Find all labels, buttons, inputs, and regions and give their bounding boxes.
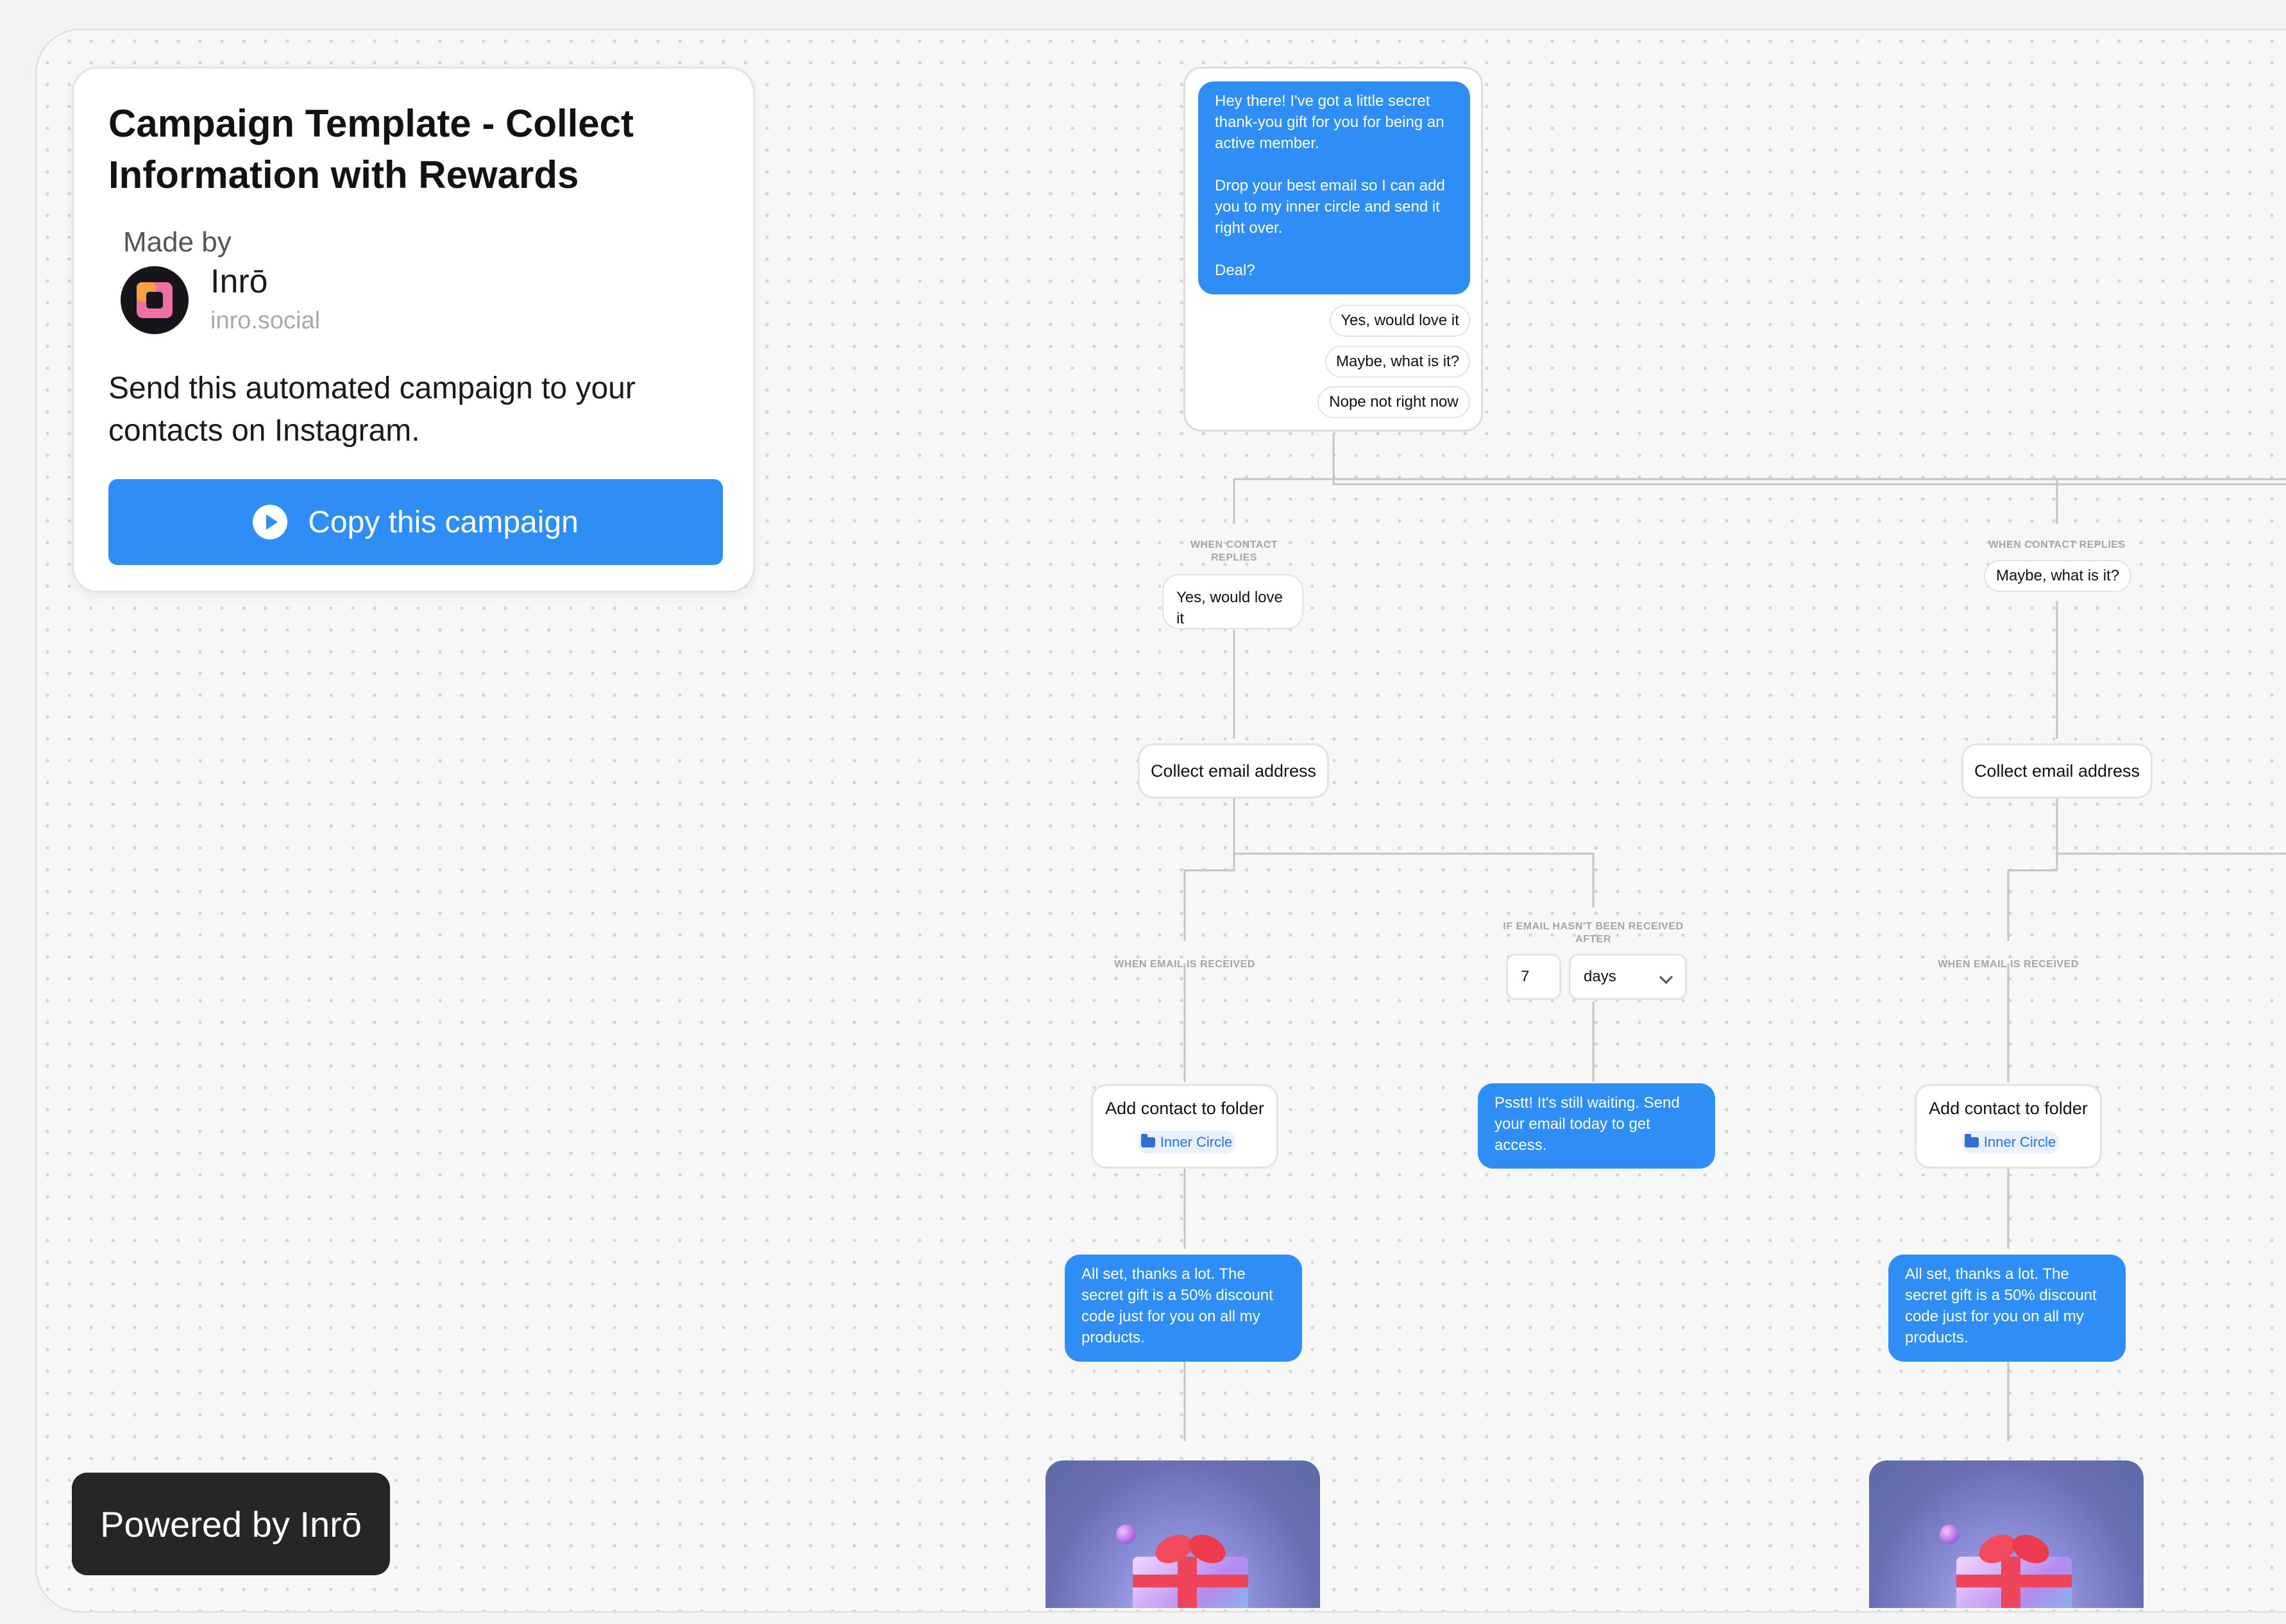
yes-add-folder-label: Add contact to folder [1105,1099,1264,1118]
yes-gift-image [1046,1460,1320,1608]
timeout-unit-select[interactable]: days [1569,954,1687,1000]
folder-icon [1964,1134,1979,1147]
timeout-unit-value: days [1584,968,1616,985]
yes-reply-chip[interactable]: Yes, would love it [1162,574,1303,629]
reply-chip-yes[interactable]: Yes, would love it [1330,305,1470,337]
campaign-title: Campaign Template - Collect Information … [108,102,634,196]
logo-square-inner [146,292,163,309]
copy-campaign-label: Copy this campaign [308,505,579,539]
root-message-bubble: Hey there! I've got a little secret than… [1198,81,1470,294]
yes-reminder-bubble[interactable]: Psstt! It's still waiting. Send your ema… [1478,1083,1715,1169]
maybe-thanks-bubble[interactable]: All set, thanks a lot. The secret gift i… [1888,1255,2126,1362]
wire-collect-yes-split [1234,852,1595,908]
maybe-folder-name: Inner Circle [1983,1134,2056,1150]
gift-orb [1940,1525,1959,1544]
gift-orb [1116,1525,1135,1544]
yes-folder-name: Inner Circle [1160,1134,1233,1150]
maybe-add-folder-label: Add contact to folder [1929,1099,2088,1118]
maybe-condition-label: WHEN CONTACT REPLIES [1988,539,2126,550]
yes-add-folder-node[interactable]: Add contact to folder Inner Circle [1091,1084,1278,1169]
timeout-label: IF EMAIL HASN'T BEEN RECEIVED AFTER [1503,921,1684,945]
maybe-collect-email-node[interactable]: Collect email address [1961,743,2153,799]
yes-collect-email-node[interactable]: Collect email address [1138,743,1329,799]
maybe-gift-image [1869,1460,2144,1608]
powered-by-badge[interactable]: Powered by Inrō [72,1473,390,1575]
play-circle-icon [253,505,288,539]
creator-site[interactable]: inro.social [210,307,321,334]
gift-ribbon-h [1956,1575,2072,1587]
reply-chip-nope[interactable]: Nope not right now [1317,386,1470,418]
yes-received-label: WHEN EMAIL IS RECEIVED [1114,959,1255,970]
maybe-add-folder-node[interactable]: Add contact to folder Inner Circle [1915,1084,2102,1169]
yes-folder-tag: Inner Circle [1138,1131,1235,1154]
creator-name[interactable]: Inrō [210,263,268,300]
chevron-down-icon [1659,970,1673,985]
wire-collect-yes-left [1183,854,1235,941]
inro-logo-icon[interactable] [121,266,189,334]
maybe-reply-chip[interactable]: Maybe, what is it? [1984,560,2131,592]
made-by-label: Made by [123,226,232,258]
flow-connectors [1183,434,2286,1441]
yes-thanks-bubble[interactable]: All set, thanks a lot. The secret gift i… [1065,1255,1302,1362]
maybe-received-label: WHEN EMAIL IS RECEIVED [1938,959,2079,970]
root-message-node[interactable]: Hey there! I've got a little secret than… [1183,67,1483,432]
wire-collect-maybe-left [2007,854,2058,941]
campaign-info-card: Campaign Template - Collect Information … [72,67,755,593]
maybe-folder-tag: Inner Circle [1961,1131,2059,1154]
campaign-description: Send this automated campaign to your con… [108,371,636,448]
gift-ribbon-h [1133,1575,1248,1587]
timeout-value-input[interactable]: 7 [1506,954,1561,1000]
wire-root-horizontal-2 [1332,479,2286,486]
yes-condition-label: WHEN CONTACT REPLIES [1190,539,1278,563]
reply-chip-maybe[interactable]: Maybe, what is it? [1325,346,1470,378]
copy-campaign-button[interactable]: Copy this campaign [108,479,723,565]
folder-icon [1140,1134,1155,1147]
